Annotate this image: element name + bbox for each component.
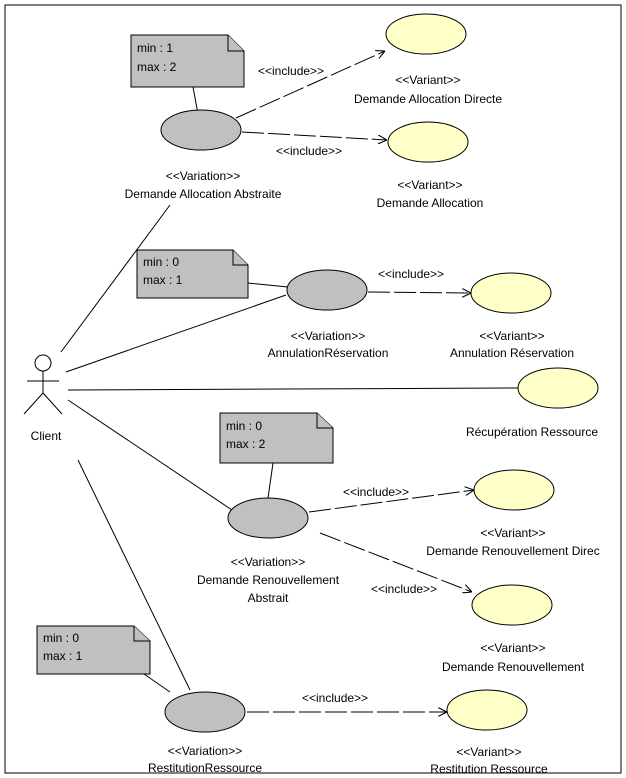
include-label: <<include>> <box>302 691 368 705</box>
group-allocation: min : 1 max : 2 <<include>> <<include>> … <box>125 13 502 210</box>
usecase-variation-renouvellement[interactable]: <<Variation>> Demande Renouvellement Abs… <box>197 497 340 605</box>
include-label: <<include>> <box>378 267 444 281</box>
usecase-variant-restitution[interactable]: <<Variant>> Restitution Ressource <box>430 689 548 776</box>
group-restitution: min : 0 max : 1 <<include>> <<Variation>… <box>36 625 548 776</box>
group-annulation: min : 0 max : 1 <<include>> <<Variation>… <box>136 249 574 360</box>
note-body <box>130 34 245 88</box>
variation-label: Abstrait <box>248 591 289 605</box>
actor-leg-left <box>23 392 44 415</box>
variant-label: Restitution Ressource <box>430 762 548 776</box>
variant-label: Demande Allocation <box>377 196 484 210</box>
usecase-variation-restitution[interactable]: <<Variation>> RestitutionRessource <box>148 691 262 775</box>
variation-stereotype: <<Variation>> <box>291 329 366 343</box>
variation-stereotype: <<Variation>> <box>168 744 243 758</box>
note-restitution[interactable]: min : 0 max : 1 <box>36 625 151 675</box>
include-label: <<include>> <box>276 144 342 158</box>
usecase-ellipse <box>517 367 599 409</box>
note-max: max : 2 <box>226 437 266 451</box>
actor-client[interactable]: Client <box>23 354 63 443</box>
variant-stereotype: <<Variant>> <box>479 329 544 343</box>
actor-leg-right <box>42 392 63 415</box>
diagram-frame <box>4 4 622 774</box>
usecase-ellipse <box>387 121 469 163</box>
note-fold <box>232 250 248 266</box>
variant-stereotype: <<Variant>> <box>456 745 521 759</box>
note-renouvellement[interactable]: min : 0 max : 2 <box>219 412 334 464</box>
include-edge-annulation <box>367 292 471 293</box>
usecase-variant-renouvellement[interactable]: <<Variant>> Demande Renouvellement <box>442 584 585 674</box>
variant-stereotype: <<Variant>> <box>480 641 545 655</box>
note-max: max : 1 <box>43 649 83 663</box>
association-allocation <box>60 204 171 353</box>
usecase-label: Récupération Ressource <box>466 425 598 439</box>
variation-label: RestitutionRessource <box>148 761 262 775</box>
note-body <box>219 412 334 464</box>
variant-label: Demande Allocation Directe <box>354 92 502 106</box>
usecase-variant-annulation[interactable]: <<Variant>> Annulation Réservation <box>450 272 574 360</box>
variant-label: Annulation Réservation <box>450 346 574 360</box>
include-edge-allocation <box>241 131 387 140</box>
actor-label: Client <box>31 429 62 443</box>
usecase-variation-allocation[interactable]: <<Variation>> Demande Allocation Abstrai… <box>125 109 282 201</box>
note-body <box>136 249 249 299</box>
include-edge-allocation-directe <box>235 51 385 119</box>
group-renouvellement: min : 0 max : 2 <<include>> <<include>> … <box>197 412 600 674</box>
note-min: min : 1 <box>137 41 173 55</box>
association-annulation <box>65 294 287 373</box>
usecase-variant-allocation-directe[interactable]: <<Variant>> Demande Allocation Directe <box>354 13 502 106</box>
variant-stereotype: <<Variant>> <box>395 73 460 87</box>
note-min: min : 0 <box>226 419 262 433</box>
variation-label: Demande Renouvellement <box>197 573 340 587</box>
association-recuperation <box>67 387 519 391</box>
variant-stereotype: <<Variant>> <box>480 526 545 540</box>
association-renouvellement <box>67 399 233 511</box>
include-label: <<include>> <box>258 64 324 78</box>
variation-stereotype: <<Variation>> <box>166 169 241 183</box>
include-edge-renouvellement-direc <box>308 490 474 513</box>
usecase-ellipse <box>473 469 555 511</box>
usecase-variant-renouvellement-direc[interactable]: <<Variant>> Demande Renouvellement Direc <box>426 469 600 558</box>
include-label: <<include>> <box>371 582 437 596</box>
note-fold <box>227 35 244 52</box>
usecase-variant-allocation[interactable]: <<Variant>> Demande Allocation <box>377 121 484 210</box>
note-anchor <box>267 462 274 499</box>
usecase-ellipse <box>470 272 552 314</box>
note-min: min : 0 <box>143 255 179 269</box>
variation-stereotype: <<Variation>> <box>231 555 306 569</box>
variation-label: AnnulationRéservation <box>268 346 389 360</box>
usecase-ellipse <box>164 691 246 733</box>
note-anchor <box>247 282 289 288</box>
usecase-variation-annulation[interactable]: <<Variation>> AnnulationRéservation <box>268 269 389 360</box>
note-min: min : 0 <box>43 631 79 645</box>
note-max: max : 2 <box>137 60 177 74</box>
include-edge-renouvellement <box>319 532 472 592</box>
usecase-ellipse <box>160 109 242 151</box>
usecase-ellipse <box>227 497 309 539</box>
variant-label: Demande Renouvellement <box>442 660 585 674</box>
usecase-ellipse <box>286 269 368 311</box>
association-restitution <box>77 459 191 691</box>
include-label: <<include>> <box>343 485 409 499</box>
note-fold <box>316 413 333 429</box>
variant-label: Demande Renouvellement Direc <box>426 544 599 558</box>
usecase-ellipse <box>446 689 528 731</box>
note-fold <box>133 626 150 642</box>
variation-label: Demande Allocation Abstraite <box>125 187 282 201</box>
note-body <box>36 625 151 675</box>
usecase-ellipse <box>385 13 467 55</box>
note-anchor <box>143 673 171 693</box>
usecase-recuperation[interactable]: Récupération Ressource <box>466 367 599 439</box>
variant-stereotype: <<Variant>> <box>397 178 462 192</box>
note-max: max : 1 <box>143 273 183 287</box>
usecase-ellipse <box>471 584 553 626</box>
actor-head <box>34 354 52 372</box>
note-anchor <box>192 86 199 115</box>
note-allocation[interactable]: min : 1 max : 2 <box>130 34 245 88</box>
note-annulation[interactable]: min : 0 max : 1 <box>136 249 249 299</box>
